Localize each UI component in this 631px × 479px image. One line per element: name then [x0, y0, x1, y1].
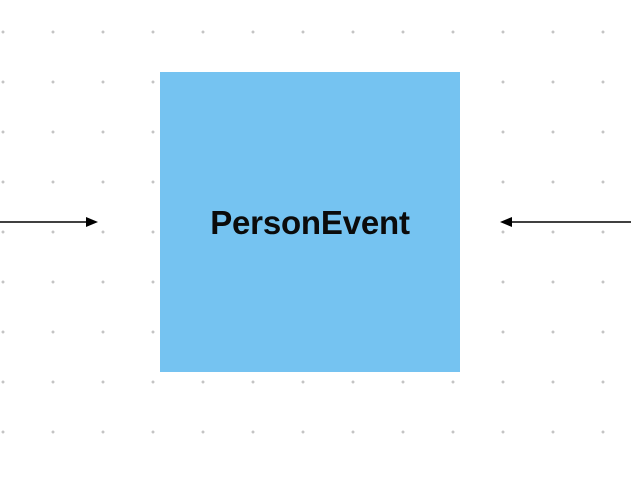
entity-node-box[interactable]: PersonEvent	[160, 72, 460, 372]
incoming-arrow-right	[498, 212, 631, 232]
incoming-arrow-left	[0, 212, 100, 232]
arrow-left-head-icon	[86, 217, 98, 227]
entity-node-label: PersonEvent	[210, 204, 410, 241]
arrow-right-head-icon	[500, 217, 512, 227]
